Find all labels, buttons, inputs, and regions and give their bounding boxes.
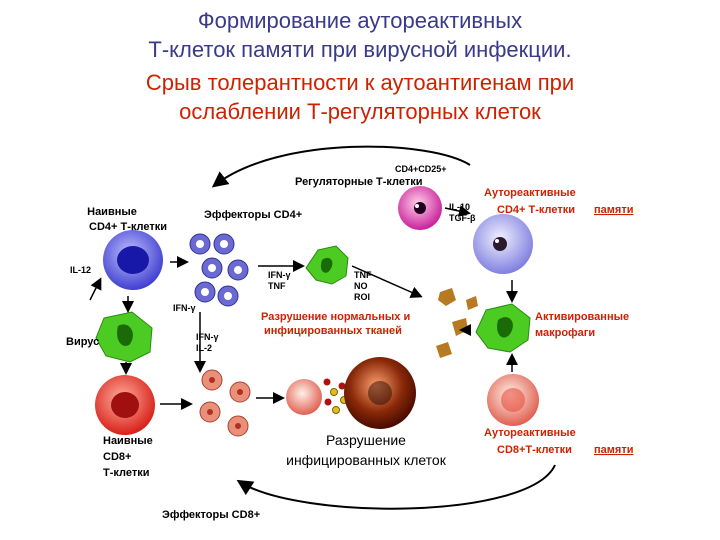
label-treg-markers: CD4+CD25+ <box>395 164 447 174</box>
label-autoreactive-cd4-2: CD4+ Т-клетки <box>497 204 575 216</box>
macrophage-center <box>305 245 349 285</box>
label-naive-cd8-2: CD8+ <box>103 451 131 463</box>
label-destruction-infected-1: Разрушение <box>326 432 406 448</box>
label-tnf-2: TNF <box>354 270 372 280</box>
label-il2: IL-2 <box>196 343 212 353</box>
label-effectors-cd8: Эффекторы CD8+ <box>162 509 260 521</box>
label-naive-cd8-1: Наивные <box>103 435 153 447</box>
label-roi: ROI <box>354 292 370 302</box>
label-autoreactive-cd8-1: Аутореактивные <box>484 427 576 439</box>
tissue-fragments <box>436 288 478 358</box>
cytotoxic-cell <box>286 379 322 415</box>
granules <box>323 378 348 414</box>
label-il10: IL-10 <box>449 202 470 212</box>
autoreactive-cd8-memory-cell <box>487 374 539 426</box>
title-line-2: Т-клеток памяти при вирусной инфекции. <box>148 37 572 62</box>
activated-macrophage-right <box>475 303 531 353</box>
infected-macrophage <box>95 311 153 363</box>
label-memory-cd8: памяти <box>594 444 633 456</box>
label-memory-cd4: памяти <box>594 204 633 216</box>
treg-arrow <box>444 205 471 217</box>
label-no: NO <box>354 281 368 291</box>
label-ifng-1: IFN-γ <box>268 270 291 280</box>
label-autoreactive-cd8-2: CD8+Т-клетки <box>497 444 572 456</box>
effector-cd8-cluster <box>199 369 251 437</box>
effector-cd4-cluster <box>189 233 249 307</box>
label-treg: Регуляторные Т-клетки <box>295 176 423 188</box>
label-ifng-2: IFN-γ <box>173 303 196 313</box>
title-line-4: ослаблении Т-регуляторных клеток <box>179 99 541 124</box>
label-effectors-cd4: Эффекторы CD4+ <box>204 209 302 221</box>
feedback-arrow-bottom <box>236 464 556 510</box>
infected-target-cell <box>344 357 416 429</box>
label-naive-cd4-2: CD4+ Т-клетки <box>89 221 167 233</box>
label-destruction-tissue-1: Разрушение нормальных и <box>261 311 410 323</box>
title-line-3: Срыв толерантности к аутоантигенам при <box>145 70 575 95</box>
treg-cell <box>398 186 442 230</box>
title-line-1: Формирование аутореактивных <box>197 8 523 33</box>
naive-cd8-cell <box>95 375 155 435</box>
label-destruction-tissue-2: инфицированных тканей <box>264 325 402 337</box>
label-tgfb: TGF-β <box>449 213 476 223</box>
naive-cd4-cell <box>103 230 163 290</box>
label-virus: Вирус <box>66 336 99 348</box>
label-ifng-3: IFN-γ <box>196 332 219 342</box>
label-tnf-1: TNF <box>268 281 286 291</box>
label-naive-cd4-1: Наивные <box>87 206 137 218</box>
feedback-arrow-top <box>211 145 471 188</box>
label-naive-cd8-3: Т-клетки <box>103 467 150 479</box>
label-activated-macro-2: макрофаги <box>535 327 595 339</box>
label-activated-macro-1: Активированные <box>535 311 629 323</box>
label-il12: IL-12 <box>70 265 91 275</box>
label-destruction-infected-2: инфицированных клеток <box>286 452 447 468</box>
autoreactive-cd4-memory-cell <box>473 214 533 274</box>
label-autoreactive-cd4-1: Аутореактивные <box>484 187 576 199</box>
